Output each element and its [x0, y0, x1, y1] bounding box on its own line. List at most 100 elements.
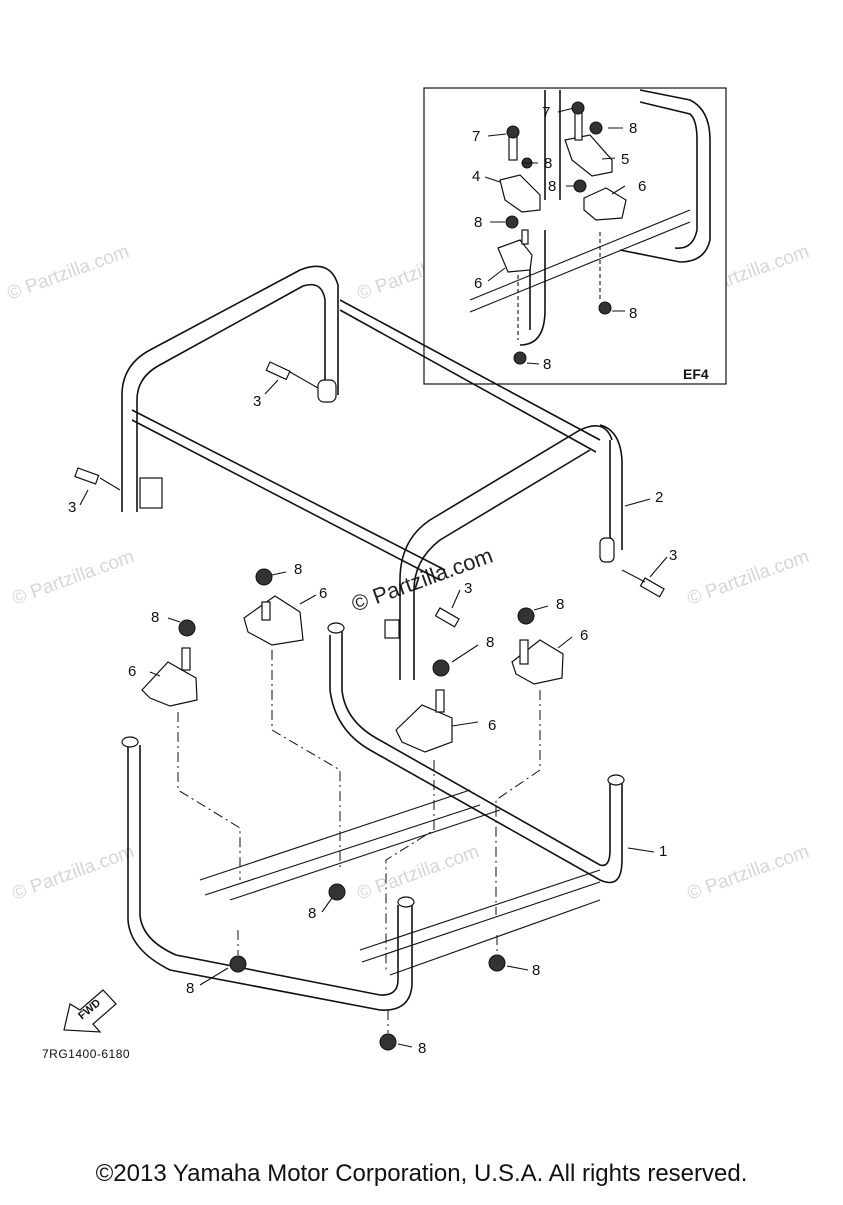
- copyright-footer: ©2013 Yamaha Motor Corporation, U.S.A. A…: [95, 1160, 748, 1187]
- callout-8: 8: [532, 962, 540, 979]
- callout-3: 3: [464, 580, 472, 597]
- bolt-3: [434, 607, 460, 628]
- nut-8: [598, 301, 612, 315]
- frame-tube: [413, 449, 591, 680]
- mount-6: [395, 704, 453, 753]
- bolt-3: [639, 577, 665, 598]
- nut-8: [328, 883, 346, 901]
- bolt-leaders: [99, 371, 646, 583]
- mounts: [141, 568, 564, 1051]
- assembly-line: [237, 930, 498, 1033]
- watermark-center: © Partzilla.com: [348, 543, 496, 617]
- callout-6: 6: [128, 663, 136, 680]
- nut-8: [573, 179, 587, 193]
- callout-8: 8: [186, 980, 194, 997]
- mount-6: [497, 239, 533, 273]
- diagram-code: 7RG1400-6180: [42, 1047, 130, 1061]
- callout-6: 6: [488, 717, 496, 734]
- callout-6: 6: [580, 627, 588, 644]
- callout-8: 8: [418, 1040, 426, 1057]
- frame-tube: [399, 424, 613, 680]
- upper-frame-2: [74, 265, 665, 680]
- callout-8: 8: [543, 356, 551, 373]
- tube-end: [327, 622, 345, 634]
- assembly-lines: [177, 650, 541, 1033]
- mount-6: [141, 661, 198, 707]
- frame-tube: [127, 745, 413, 1011]
- tube-end: [397, 896, 415, 908]
- frame-tube: [329, 630, 623, 884]
- nut-8: [255, 568, 273, 586]
- frame-tube: [121, 265, 339, 512]
- tube-end: [607, 774, 625, 786]
- callout-3: 3: [68, 499, 76, 516]
- fwd-arrow-shape: [63, 989, 117, 1033]
- watermark: © Partzilla.com: [685, 841, 812, 905]
- frame-rail: [359, 869, 601, 976]
- nut-8: [513, 351, 527, 365]
- nut-8: [229, 955, 247, 973]
- frame-tube: [139, 745, 399, 996]
- callout-6: 6: [638, 178, 646, 195]
- assembly-line: [495, 690, 541, 915]
- leader-lines: [79, 379, 668, 1048]
- callout-8: 8: [544, 155, 552, 172]
- mount-6: [511, 639, 564, 685]
- stud: [261, 601, 271, 621]
- callout-3: 3: [253, 393, 261, 410]
- frame-tab: [599, 537, 615, 563]
- fwd-arrow: FWD: [63, 989, 117, 1033]
- bolt-7: [574, 109, 583, 141]
- stud: [521, 229, 529, 245]
- bracket-5: [564, 134, 613, 177]
- callout-6: 6: [319, 585, 327, 602]
- watermark: © Partzilla.com: [355, 841, 482, 905]
- watermark: © Partzilla.com: [10, 546, 137, 610]
- frame-tab: [317, 379, 337, 403]
- lower-frame-1: [121, 622, 625, 1011]
- inset-detail: 7 7 8 8 4 5 8 6 8 6 8 8 EF4: [423, 87, 727, 385]
- callout-1: 1: [659, 843, 667, 860]
- watermark: © Partzilla.com: [685, 546, 812, 610]
- callout-8: 8: [629, 120, 637, 137]
- callout-6: 6: [474, 275, 482, 292]
- tube-end: [121, 736, 139, 748]
- nut-8: [517, 607, 535, 625]
- callout-8: 8: [629, 305, 637, 322]
- callout-8: 8: [294, 561, 302, 578]
- inset-frame-tube: [519, 230, 546, 346]
- callout-8: 8: [151, 609, 159, 626]
- callout-8: 8: [486, 634, 494, 651]
- assembly-line: [177, 712, 241, 880]
- frame-rail: [339, 299, 601, 453]
- callout-2: 2: [655, 489, 663, 506]
- callout-8: 8: [548, 178, 556, 195]
- frame-tab: [139, 477, 163, 509]
- nut-8: [505, 215, 519, 229]
- nut-8: [488, 954, 506, 972]
- frame-tab: [384, 619, 400, 639]
- callout-3: 3: [669, 547, 677, 564]
- callout-5: 5: [621, 151, 629, 168]
- nut-8: [589, 121, 603, 135]
- nut-8: [432, 659, 450, 677]
- bracket-4: [499, 174, 541, 213]
- inset-frame-tube: [544, 90, 561, 200]
- bolt-3: [74, 467, 100, 485]
- mount-6: [243, 595, 304, 646]
- watermark: © Partzilla.com: [5, 241, 132, 305]
- assembly-line: [385, 760, 435, 970]
- assembly-line: [271, 650, 341, 870]
- nut-8: [379, 1033, 397, 1051]
- mount-6: [583, 187, 627, 221]
- inset-rail: [469, 209, 691, 313]
- callout-8: 8: [556, 596, 564, 613]
- inset-leaders: [484, 107, 626, 365]
- callout-8: 8: [308, 905, 316, 922]
- stud: [519, 639, 529, 665]
- frame-rail: [199, 789, 501, 901]
- bolt-head: [506, 125, 520, 139]
- stud: [435, 689, 445, 713]
